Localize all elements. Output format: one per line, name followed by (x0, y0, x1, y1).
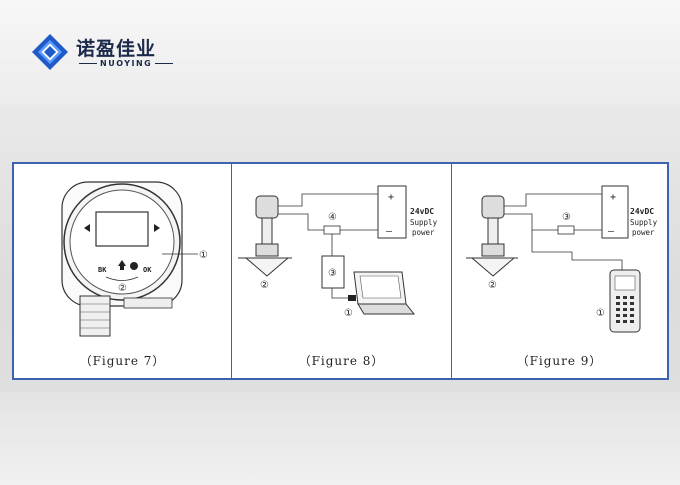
footer-band (0, 392, 680, 485)
right-arrow-icon (154, 224, 160, 232)
figures-frame: BK OK ① ② （Figure 7） (12, 162, 669, 380)
header-band (0, 0, 680, 105)
supply-label: Supply (410, 218, 438, 227)
figure-7-panel: BK OK ① ② （Figure 7） (14, 164, 232, 378)
supply-voltage: 24vDC (630, 207, 654, 216)
minus-label: — (608, 226, 615, 237)
power-label: power (412, 228, 435, 237)
marker-1: ① (596, 308, 605, 319)
left-arrow-icon (84, 224, 90, 232)
minus-label: — (386, 226, 393, 237)
figure-9-drawing: ② ③ + — 24vDC Supply power (466, 185, 658, 333)
marker-3: ③ (328, 268, 337, 279)
brand-name-en: NUOYING (76, 59, 176, 68)
logo-mark-icon (32, 34, 68, 70)
brand-name-en-text: NUOYING (100, 59, 153, 68)
figure-8-panel: ② ④ + — 24vDC Supply power ③ ① （Figure (232, 164, 452, 378)
supply-label: Supply (630, 218, 658, 227)
bk-button-label: BK (98, 266, 107, 274)
handheld-communicator-icon (609, 269, 641, 333)
power-label: power (632, 228, 655, 237)
marker-2: ② (488, 280, 497, 291)
up-arrow-icon (118, 260, 126, 266)
marker-4: ④ (328, 212, 337, 223)
marker-2: ② (260, 280, 269, 291)
marker-1: ① (199, 250, 208, 261)
brand-name-cn: 诺盈佳业 (76, 38, 157, 60)
supply-voltage: 24vDC (410, 207, 434, 216)
figure-7-drawing: BK OK ① ② (61, 181, 208, 337)
plus-label: + (610, 192, 616, 203)
figure-8-drawing: ② ④ + — 24vDC Supply power ③ ① (238, 185, 438, 319)
marker-2: ② (118, 283, 127, 294)
brand-logo: 诺盈佳业 NUOYING (30, 30, 190, 76)
figure-9-caption: （Figure 9） (516, 354, 603, 368)
figure-9-panel: ② ③ + — 24vDC Supply power (452, 164, 667, 378)
marker-1: ① (344, 308, 353, 319)
rotate-icon (130, 262, 138, 270)
marker-3: ③ (562, 212, 571, 223)
figure-8-caption: （Figure 8） (298, 354, 385, 368)
plus-label: + (388, 192, 394, 203)
figure-7-caption: （Figure 7） (79, 354, 166, 368)
ok-button-label: OK (143, 266, 152, 274)
